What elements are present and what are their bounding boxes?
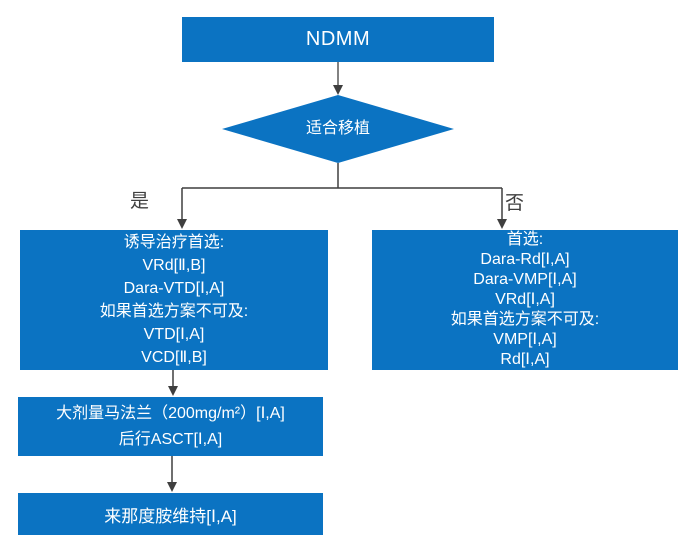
arrow-ndmm-to-decision (333, 62, 343, 95)
text-line: Rd[Ⅰ,A] (500, 351, 550, 368)
text-line: 后行ASCT[Ⅰ,A] (118, 430, 223, 448)
node-label: NDMM (305, 28, 371, 50)
text-line: 来那度胺维持[Ⅰ,A] (104, 506, 237, 526)
text-line: 首选: (506, 231, 544, 248)
arrow-induction-to-melphalan (168, 370, 178, 396)
arrowhead-icon (497, 219, 507, 229)
text-line: VTD[Ⅰ,A] (143, 326, 205, 343)
text-line: 诱导治疗首选: (123, 234, 225, 251)
arrowhead-icon (168, 386, 178, 396)
branch-label-yes: 是 (130, 191, 150, 212)
text-line: Dara-Rd[Ⅰ,A] (480, 251, 570, 268)
text-line: VCD[Ⅱ,B] (141, 349, 207, 366)
branch-label-no: 否 (505, 193, 525, 214)
text-line: 大剂量马法兰（200mg/m²）[Ⅰ,A] (56, 404, 285, 422)
node-melphalan-asct: 大剂量马法兰（200mg/m²）[Ⅰ,A] 后行ASCT[Ⅰ,A] (18, 397, 323, 456)
node-nontransplant-therapy: 首选: Dara-Rd[Ⅰ,A] Dara-VMP[Ⅰ,A] VRd[Ⅰ,A] … (372, 230, 678, 370)
text-line: Dara-VMP[Ⅰ,A] (473, 271, 577, 288)
node-ndmm: NDMM (182, 17, 494, 62)
arrow-melphalan-to-maintenance (167, 456, 177, 492)
node-maintenance: 来那度胺维持[Ⅰ,A] (18, 493, 323, 535)
text-line: 如果首选方案不可及: (99, 303, 249, 320)
node-decision-label: 适合移植 (305, 120, 370, 137)
decision-diamond (222, 95, 454, 163)
arrowhead-icon (333, 85, 343, 95)
node-induction-therapy: 诱导治疗首选: VRd[Ⅱ,B] Dara-VTD[Ⅰ,A] 如果首选方案不可及… (20, 230, 328, 370)
text-line: VRd[Ⅱ,B] (142, 257, 206, 274)
text-line: VRd[Ⅰ,A] (495, 291, 555, 308)
text-line: Dara-VTD[Ⅰ,A] (123, 280, 225, 297)
text-line: VMP[Ⅰ,A] (493, 331, 557, 348)
branch-connector (177, 163, 507, 229)
arrowhead-icon (177, 219, 187, 229)
text-line: 如果首选方案不可及: (450, 311, 600, 328)
arrowhead-icon (167, 482, 177, 492)
